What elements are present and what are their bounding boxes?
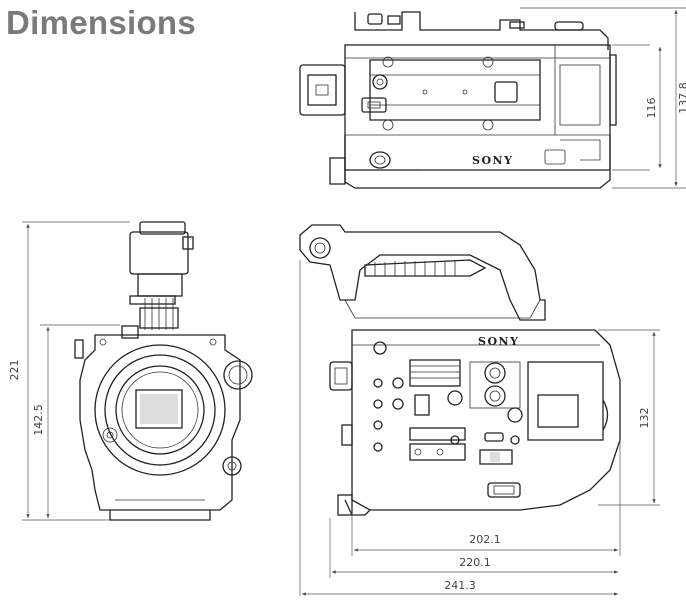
dim-front-221: 221: [8, 360, 21, 381]
page-title: Dimensions: [6, 4, 197, 41]
front-view: 221 142.5: [8, 221, 253, 521]
top-view-brand-logo: SONY: [472, 154, 513, 167]
dim-side-132: 132: [638, 408, 651, 429]
dim-top-137-8: 137.8: [677, 82, 686, 114]
side-view-brand-logo: SONY: [478, 335, 519, 348]
dim-side-220-1: 220.1: [459, 556, 491, 569]
top-view: SONY 116 137.8: [299, 7, 686, 189]
dim-front-142-5: 142.5: [32, 404, 45, 436]
dim-side-202-1: 202.1: [469, 533, 501, 546]
dim-side-241-3: 241.3: [444, 579, 476, 592]
side-view: SONY 132 202.1 220.1 241.3: [299, 224, 660, 596]
dim-top-116: 116: [645, 98, 658, 119]
